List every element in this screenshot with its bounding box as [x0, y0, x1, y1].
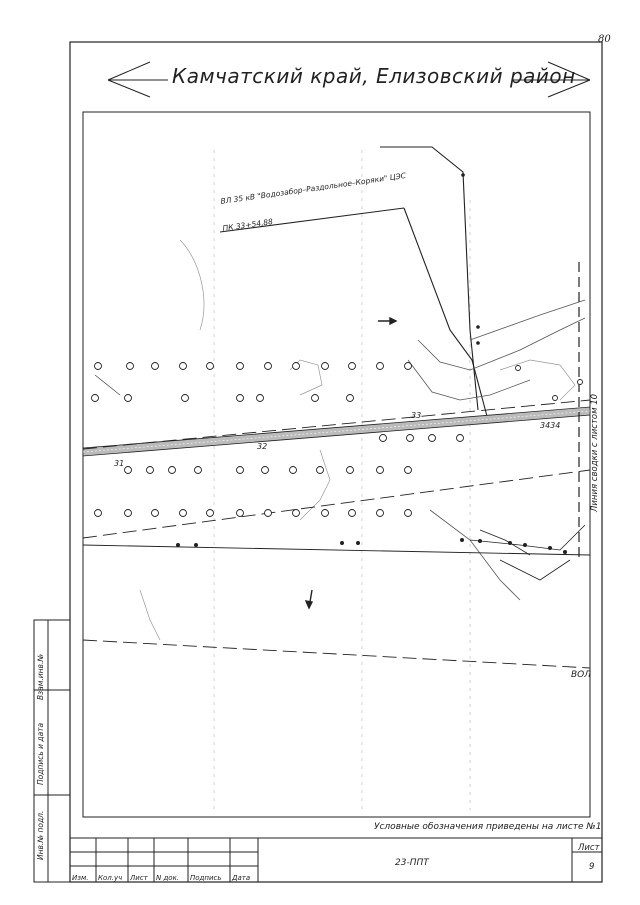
side-stamp-sign: Подпись и дата — [36, 722, 45, 785]
header-date: Дата — [232, 874, 251, 882]
picket-label: 31 — [114, 459, 125, 468]
cable-nodes — [176, 173, 567, 554]
road — [82, 406, 591, 457]
cable-label: ВОЛ — [571, 670, 592, 680]
header-doc: N док. — [156, 874, 180, 882]
contour-lines — [94, 299, 586, 601]
header-list: Лист — [130, 874, 148, 882]
direction-arrows — [304, 316, 398, 610]
match-line-label: Линия сводки с листом 10 — [590, 393, 600, 512]
picket-label: 33 — [411, 411, 422, 420]
cable-line — [82, 544, 591, 556]
side-stamp-frame — [33, 619, 71, 883]
map-title: Камчатский край, Елизовский район — [172, 64, 576, 88]
title-left-arrow — [107, 61, 168, 98]
legend-note: Условные обозначения приведены на листе … — [374, 822, 602, 832]
sheet-frame — [69, 41, 603, 883]
map-frame — [82, 111, 591, 818]
picket-label: 3434 — [540, 421, 561, 430]
header-kol: Кол.уч — [98, 874, 123, 882]
boundary-lines — [82, 399, 591, 669]
document-code: 23-ППТ — [395, 858, 429, 868]
header-izm: Изм. — [72, 874, 89, 882]
title-block-frame — [69, 837, 603, 883]
cable-branches — [469, 524, 586, 581]
sheet-number: 9 — [589, 862, 595, 872]
picket-label: 32 — [257, 442, 268, 451]
sheet-label: Лист — [578, 843, 600, 853]
power-line — [219, 146, 489, 421]
pile-markers — [91, 362, 583, 517]
side-stamp-inv: Инв.№ подл. — [36, 810, 45, 860]
side-stamp-replace: Взам.инв.№ — [36, 653, 45, 700]
page-number: 80 — [598, 34, 611, 45]
grid-lines — [213, 150, 471, 810]
title-right-arrow — [512, 61, 591, 98]
header-sign: Подпись — [190, 874, 222, 882]
